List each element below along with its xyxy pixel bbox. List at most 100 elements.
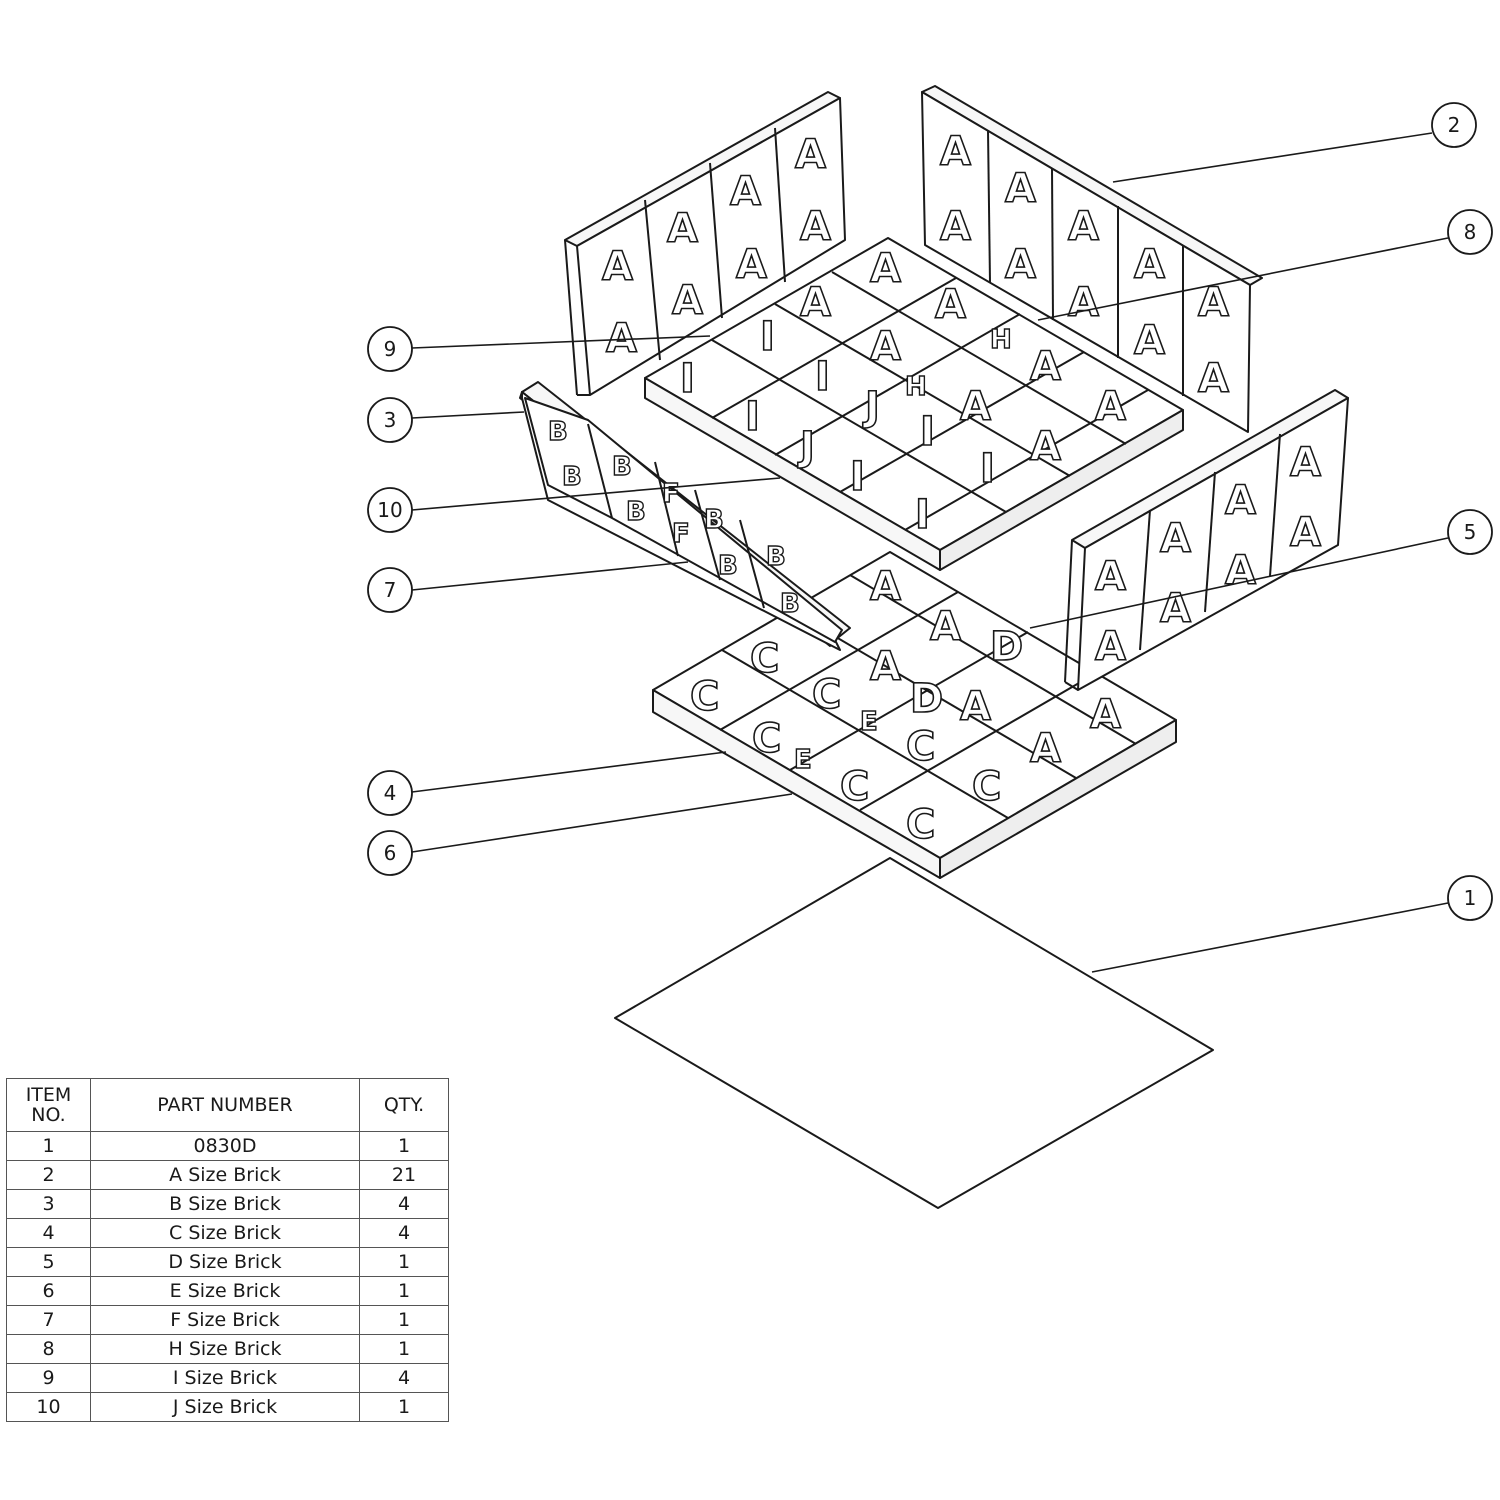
brick-letter: B	[548, 417, 568, 447]
balloon-number: 8	[1464, 220, 1477, 244]
brick-letter: A	[1225, 548, 1256, 594]
brick-letter: A	[1068, 280, 1099, 326]
qty-cell: 4	[359, 1363, 449, 1393]
brick-letter: A	[1290, 440, 1321, 486]
brick-letter: B	[626, 497, 646, 527]
qty-cell: 1	[359, 1392, 449, 1422]
table-row: 6 E Size Brick 1	[6, 1276, 449, 1306]
brick-letter: A	[602, 244, 633, 290]
brick-letter: A	[940, 129, 971, 175]
part-number-cell: C Size Brick	[90, 1218, 360, 1248]
brick-letter: A	[1090, 692, 1121, 738]
item-no-cell: 6	[6, 1276, 91, 1306]
brick-letter: A	[800, 280, 831, 326]
brick-letter: A	[1160, 516, 1191, 562]
part-number-cell: D Size Brick	[90, 1247, 360, 1277]
brick-letter: A	[935, 282, 966, 328]
brick-letter: A	[870, 246, 901, 292]
brick-letter: B	[718, 551, 738, 581]
brick-letter: A	[730, 169, 761, 215]
brick-letter: I	[915, 492, 930, 538]
front-right-wall: A A A A A A A A	[1064, 389, 1349, 691]
brick-letter: D	[910, 676, 943, 722]
table-row: 7 F Size Brick 1	[6, 1305, 449, 1335]
header-qty: QTY.	[359, 1078, 449, 1132]
brick-letter: E	[860, 707, 878, 737]
brick-letter: C	[690, 674, 719, 720]
brick-letter: C	[906, 724, 935, 770]
brick-letter: F	[672, 519, 690, 549]
brick-letter: A	[1068, 204, 1099, 250]
balloon-9: 9	[367, 326, 413, 372]
brick-letter: I	[760, 314, 775, 360]
part-number-cell: F Size Brick	[90, 1305, 360, 1335]
balloon-number: 2	[1448, 113, 1461, 137]
brick-letter: B	[562, 462, 582, 492]
balloon-number: 3	[384, 408, 397, 432]
brick-letter: A	[795, 132, 826, 178]
balloon-7: 7	[367, 567, 413, 613]
item-no-cell: 8	[6, 1334, 91, 1364]
part-number-cell: I Size Brick	[90, 1363, 360, 1393]
part-number-cell: J Size Brick	[90, 1392, 360, 1422]
brick-letter: A	[960, 384, 991, 430]
brick-letter: A	[736, 242, 767, 288]
balloon-10: 10	[367, 487, 413, 533]
leader-line	[411, 477, 781, 511]
qty-cell: 21	[359, 1160, 449, 1190]
table-row: 9 I Size Brick 4	[6, 1363, 449, 1393]
header-part-number: PART NUMBER	[90, 1078, 360, 1132]
part-number-cell: A Size Brick	[90, 1160, 360, 1190]
brick-letter: A	[1095, 554, 1126, 600]
balloon-number: 7	[384, 578, 397, 602]
table-row: 5 D Size Brick 1	[6, 1247, 449, 1277]
brick-letter: A	[930, 604, 961, 650]
leader-line	[1029, 537, 1449, 629]
brick-letter: A	[870, 564, 901, 610]
brick-letter: C	[752, 716, 781, 762]
back-right-wall: A A A A A A A A A A	[921, 85, 1263, 433]
brick-letter: I	[815, 354, 830, 400]
leader-line	[1037, 237, 1449, 321]
balloon-2: 2	[1431, 102, 1477, 148]
table-header-row: ITEM NO. PART NUMBER QTY.	[6, 1078, 449, 1132]
balloon-number: 9	[384, 337, 397, 361]
item-no-cell: 2	[6, 1160, 91, 1190]
leader-line	[411, 561, 689, 591]
balloon-number: 5	[1464, 520, 1477, 544]
qty-cell: 4	[359, 1189, 449, 1219]
balloon-4: 4	[367, 770, 413, 816]
brick-letter: A	[1005, 166, 1036, 212]
leader-line	[1112, 132, 1433, 183]
bill-of-materials-table: ITEM NO. PART NUMBER QTY. 1 0830D 1 2 A …	[6, 1078, 449, 1422]
balloon-3: 3	[367, 397, 413, 443]
front-left-wall: B B B B F F B B B B	[519, 381, 851, 651]
brick-letter: A	[1134, 318, 1165, 364]
leader-line	[1091, 902, 1449, 973]
brick-letter: I	[920, 409, 935, 455]
balloon-1: 1	[1447, 875, 1493, 921]
brick-letter: I	[850, 454, 865, 500]
brick-letter: A	[1160, 586, 1191, 632]
balloon-number: 10	[377, 498, 402, 522]
qty-cell: 1	[359, 1247, 449, 1277]
brick-letter: A	[672, 278, 703, 324]
balloon-6: 6	[367, 830, 413, 876]
table-row: 3 B Size Brick 4	[6, 1189, 449, 1219]
brick-letter: A	[940, 204, 971, 250]
brick-letter: B	[704, 505, 724, 535]
brick-letter: C	[750, 636, 779, 682]
brick-letter: J	[862, 384, 880, 430]
brick-letter: A	[1134, 242, 1165, 288]
brick-letter: C	[840, 764, 869, 810]
part-number-cell: H Size Brick	[90, 1334, 360, 1364]
brick-letter: A	[1030, 726, 1061, 772]
header-item-no: ITEM NO.	[6, 1078, 91, 1132]
item-no-cell: 10	[6, 1392, 91, 1422]
raised-floor-bricks: I I I I I I I I J J A A A A A A A A H H	[644, 237, 1184, 571]
brick-letter: A	[1030, 424, 1061, 470]
item-no-cell: 4	[6, 1218, 91, 1248]
brick-letter: A	[870, 324, 901, 370]
table-row: 8 H Size Brick 1	[6, 1334, 449, 1364]
